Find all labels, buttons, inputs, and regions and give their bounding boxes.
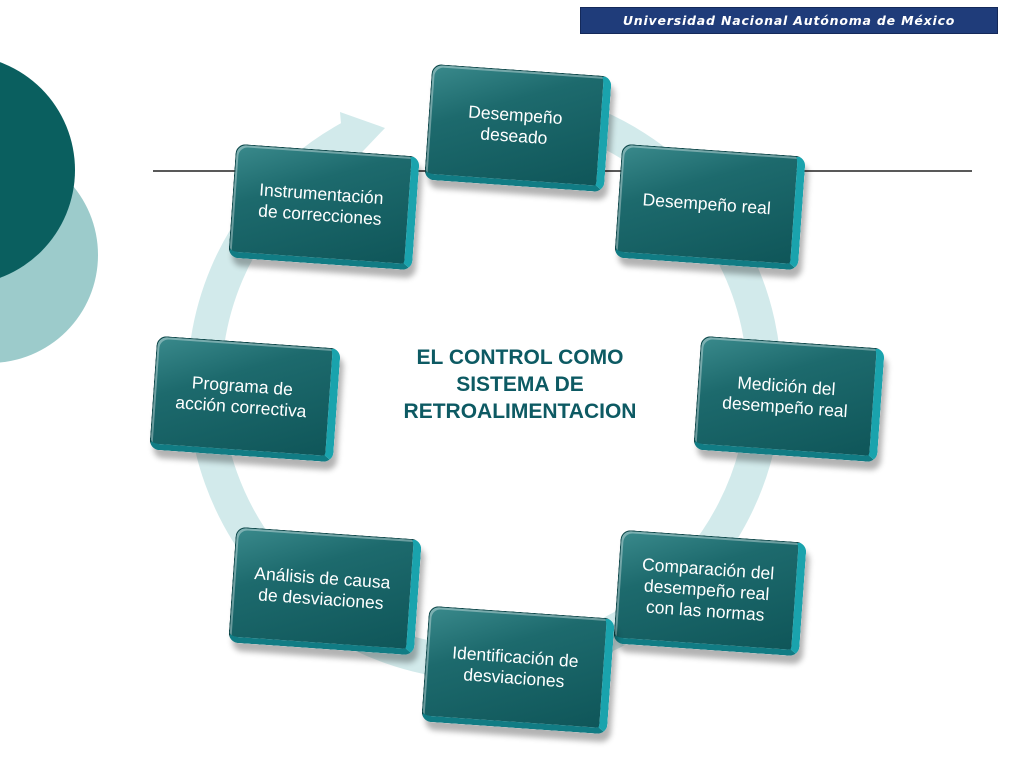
decorative-circle-dark bbox=[0, 62, 75, 278]
diagram-title: EL CONTROL COMO SISTEMA DE RETROALIMENTA… bbox=[360, 344, 680, 425]
university-label: Universidad Nacional Autónoma de México bbox=[622, 13, 956, 28]
university-banner: Universidad Nacional Autónoma de México bbox=[580, 7, 998, 34]
step-box-desempeno-deseado: Desempeño deseado bbox=[424, 63, 612, 193]
step-label-line: Desempeño real bbox=[641, 189, 772, 219]
step-box-analisis: Análisis de causa de desviaciones bbox=[228, 526, 422, 656]
step-box-programa: Programa de acción correctiva bbox=[149, 335, 341, 463]
diagram-title-line: SISTEMA DE bbox=[456, 373, 584, 396]
step-box-comparacion: Comparación del desempeño real con las n… bbox=[613, 529, 807, 657]
step-box-desempeno-real: Desempeño real bbox=[614, 143, 806, 271]
diagram-title-line: RETROALIMENTACION bbox=[403, 400, 637, 423]
step-box-medicion: Medición del desempeño real bbox=[693, 335, 885, 463]
step-box-identificacion: Identificación de desviaciones bbox=[421, 605, 615, 735]
step-box-instrumentacion: Instrumentación de correcciones bbox=[228, 143, 420, 271]
diagram-title-line: EL CONTROL COMO bbox=[416, 346, 624, 369]
